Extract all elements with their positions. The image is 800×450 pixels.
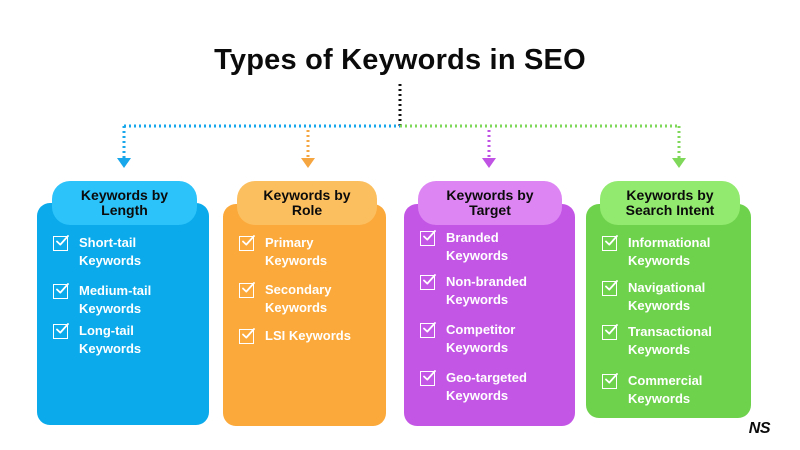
card-length bbox=[37, 203, 209, 425]
keyword-label-line: Long-tail bbox=[79, 323, 134, 338]
heading-line: Keywords by bbox=[446, 187, 534, 203]
arrow-role bbox=[301, 158, 315, 168]
checkbox-icon bbox=[420, 370, 436, 386]
keyword-label-line: Navigational bbox=[628, 280, 706, 295]
arrow-intent bbox=[672, 158, 686, 168]
card-target bbox=[404, 204, 575, 426]
keyword-label-line: Branded bbox=[446, 230, 499, 245]
checkbox-icon bbox=[53, 323, 69, 339]
keyword-label-line: Keywords bbox=[446, 248, 509, 263]
checkbox-icon bbox=[53, 283, 69, 299]
heading-line: Keywords by bbox=[80, 187, 169, 203]
keyword-label-line: Short-tail bbox=[79, 235, 137, 250]
keyword-label-line: Keywords bbox=[628, 391, 691, 406]
keyword-label-line: Keywords bbox=[446, 388, 509, 403]
keyword-label-line: Commercial bbox=[628, 373, 703, 388]
keyword-label-line: Geo-targeted bbox=[446, 370, 527, 385]
keyword-label-line: Keywords bbox=[265, 253, 328, 268]
heading-line: Target bbox=[469, 202, 511, 218]
heading-line: Length bbox=[101, 202, 148, 218]
arrow-target bbox=[482, 158, 496, 168]
keyword-label-line: Non-branded bbox=[446, 274, 527, 289]
heading-line: Keywords by bbox=[626, 187, 714, 203]
keyword-label-line: Competitor bbox=[446, 322, 516, 337]
checkbox-icon bbox=[602, 373, 618, 389]
keyword-label-line: Keywords bbox=[79, 341, 142, 356]
arrow-length bbox=[117, 158, 131, 168]
checkbox-icon bbox=[53, 235, 69, 251]
keyword-label-line: Keywords bbox=[265, 300, 328, 315]
checkbox-icon bbox=[602, 235, 618, 251]
checkbox-icon bbox=[602, 324, 618, 340]
keyword-label-line: Keywords bbox=[628, 253, 691, 268]
checkbox-icon bbox=[239, 235, 255, 251]
keyword-label-line: Secondary bbox=[265, 282, 332, 297]
keyword-label-line: Medium-tail bbox=[79, 283, 152, 298]
keyword-label-line: Transactional bbox=[628, 324, 712, 339]
checkbox-icon bbox=[420, 230, 436, 246]
keyword-label-line: Informational bbox=[628, 235, 711, 250]
keyword-label-line: Primary bbox=[265, 235, 314, 250]
checkbox-icon bbox=[420, 322, 436, 338]
checkbox-icon bbox=[239, 328, 255, 344]
keyword-label-line: Keywords bbox=[446, 340, 509, 355]
heading-line: Keywords by bbox=[263, 187, 351, 203]
checkbox-icon bbox=[602, 280, 618, 296]
heading-line: Role bbox=[291, 202, 323, 218]
heading-line: Search Intent bbox=[625, 202, 715, 218]
keyword-label-line: Keywords bbox=[628, 298, 691, 313]
diagram-title: Types of Keywords in SEO bbox=[214, 44, 586, 76]
checkbox-icon bbox=[239, 282, 255, 298]
keyword-label-line: LSI Keywords bbox=[265, 328, 351, 343]
checkbox-icon bbox=[420, 274, 436, 290]
brand-logo: NS bbox=[748, 420, 771, 437]
keyword-label-line: Keywords bbox=[79, 301, 142, 316]
keyword-label-line: Keywords bbox=[628, 342, 691, 357]
keyword-label: LSI Keywords bbox=[265, 327, 351, 345]
keyword-label-line: Keywords bbox=[446, 292, 509, 307]
keyword-label-line: Keywords bbox=[79, 253, 142, 268]
